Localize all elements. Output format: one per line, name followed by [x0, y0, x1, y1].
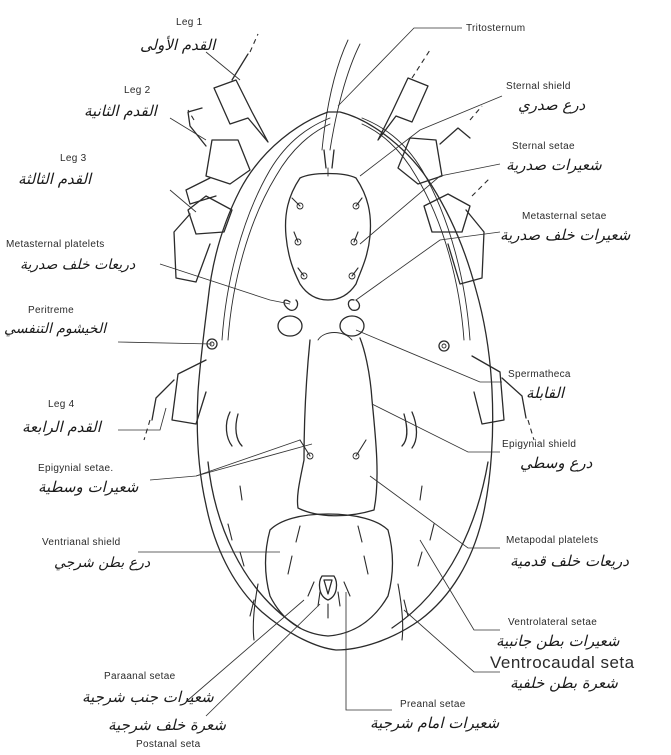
label-leg2-en: Leg 2: [124, 86, 151, 96]
label-metasternal-platelets-en: Metasternal platelets: [6, 240, 105, 250]
label-leg2-ar: القدم الثانية: [84, 104, 157, 119]
label-sternal-setae-en: Sternal setae: [512, 142, 575, 152]
label-metapodal-platelets-en: Metapodal platelets: [506, 536, 598, 546]
leg-1: [214, 34, 430, 142]
metapodal-platelets: [226, 412, 416, 448]
peritreme-lines: [207, 118, 470, 351]
label-ventrolateral-setae-en: Ventrolateral setae: [508, 618, 597, 628]
label-paraanal-setae-en: Paraanal setae: [104, 672, 175, 682]
label-ventrolateral-setae-ar: شعيرات بطن جانبية: [496, 634, 619, 649]
label-spermatheca-ar: القابلة: [526, 386, 564, 401]
label-epigynial-shield-ar: درع وسطي: [520, 456, 592, 471]
label-postanal-seta-ar: شعرة خلف شرجية: [108, 718, 226, 733]
label-postanal-seta-en: Postanal seta: [136, 740, 201, 750]
label-ventrocaudal-seta-en: Ventrocaudal seta: [490, 654, 635, 671]
label-sternal-setae-ar: شعيرات صدرية: [506, 158, 602, 173]
tritosternum: [322, 40, 360, 176]
setae: [228, 198, 434, 640]
metasternal-platelets: [284, 300, 359, 311]
leader-lines: [118, 28, 502, 716]
spermatheca: [278, 316, 364, 336]
label-sternal-shield-en: Sternal shield: [506, 82, 571, 92]
label-metasternal-setae-ar: شعيرات خلف صدرية: [500, 228, 630, 243]
label-peritreme-en: Peritreme: [28, 306, 74, 316]
label-ventrianal-shield-en: Ventrianal shield: [42, 538, 120, 548]
leg-4: [144, 356, 534, 440]
label-tritosternum-en: Tritosternum: [466, 24, 525, 34]
label-preanal-setae-en: Preanal setae: [400, 700, 466, 710]
label-sternal-shield-ar: درع صدري: [518, 98, 585, 113]
sternal-shield: [286, 174, 371, 301]
label-leg3-ar: القدم الثالثة: [18, 172, 91, 187]
label-peritreme-ar: الخيشوم التنفسي: [4, 322, 106, 336]
label-leg3-en: Leg 3: [60, 154, 87, 164]
label-paraanal-setae-ar: شعيرات جنب شرجية: [82, 690, 214, 705]
epigynial-shield: [297, 333, 377, 516]
label-epigynial-setae-en: Epigynial setae.: [38, 464, 113, 474]
label-metapodal-platelets-ar: دريعات خلف قدمية: [510, 554, 629, 569]
label-epigynial-shield-en: Epigynial shield: [502, 440, 576, 450]
label-leg4-ar: القدم الرابعة: [22, 420, 101, 435]
label-leg1-ar: القدم الأولى: [140, 38, 215, 53]
label-metasternal-platelets-ar: دريعات خلف صدرية: [20, 258, 135, 272]
label-metasternal-setae-en: Metasternal setae: [522, 212, 607, 222]
label-leg1-en: Leg 1: [176, 18, 203, 28]
label-leg4-en: Leg 4: [48, 400, 75, 410]
label-preanal-setae-ar: شعيرات امام شرجية: [370, 716, 499, 731]
label-ventrianal-shield-ar: درع بطن شرجي: [54, 556, 150, 570]
label-spermatheca-en: Spermatheca: [508, 370, 571, 380]
leg-3: [174, 178, 490, 284]
label-ventrocaudal-seta-ar: شعرة بطن خلفية: [510, 676, 618, 691]
label-epigynial-setae-ar: شعيرات وسطية: [38, 480, 138, 495]
body-outline: [197, 112, 492, 650]
